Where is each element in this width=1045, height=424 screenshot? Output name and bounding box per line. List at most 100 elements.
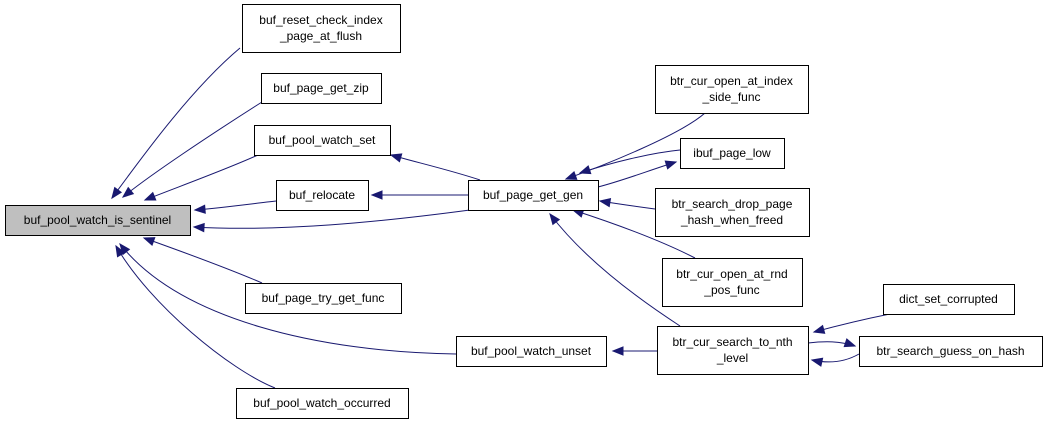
arrowhead bbox=[843, 338, 857, 348]
node-label: _pos_func bbox=[703, 283, 759, 297]
edge-n_watchset-to-n_root bbox=[143, 154, 259, 201]
arrowhead bbox=[564, 170, 578, 180]
edge-line bbox=[390, 154, 481, 181]
node-box bbox=[859, 336, 1043, 367]
edge-line bbox=[813, 313, 891, 333]
node-label: _page_at_flush bbox=[279, 29, 362, 43]
node-dict-set-corrupted[interactable]: dict_set_corrupted bbox=[883, 284, 1015, 315]
node-buf-page-get-zip[interactable]: buf_page_get_zip bbox=[261, 73, 382, 104]
node-label: btr_cur_open_at_rnd bbox=[676, 267, 787, 281]
node-buf-pool-watch-occurred[interactable]: buf_pool_watch_occurred bbox=[236, 388, 409, 419]
arrowhead bbox=[389, 153, 403, 163]
node-label: _side_func bbox=[701, 90, 760, 104]
node-box bbox=[883, 284, 1015, 315]
edge-line bbox=[122, 101, 263, 198]
node-btr-cur-search-to-nth-level[interactable]: btr_cur_search_to_nth _level bbox=[657, 326, 809, 375]
node-btr-search-guess-on-hash[interactable]: btr_search_guess_on_hash bbox=[859, 336, 1043, 367]
node-box bbox=[245, 283, 402, 314]
edge-n_ibuf-to-n_getgen bbox=[578, 149, 681, 175]
node-buf-reset-check-index-page-at-flush[interactable]: buf_reset_check_index _page_at_flush bbox=[242, 4, 401, 53]
edge-n_getgen-to-n_watchset bbox=[389, 153, 481, 181]
node-box bbox=[456, 336, 607, 367]
node-label: _hash_when_freed bbox=[680, 213, 783, 227]
arrowhead bbox=[142, 237, 156, 246]
node-label: buf_pool_watch_set bbox=[269, 133, 376, 147]
arrowhead bbox=[810, 357, 824, 367]
node-label: ibuf_page_low bbox=[693, 146, 771, 160]
node-label: btr_search_drop_page bbox=[672, 197, 793, 211]
node-label: dict_set_corrupted bbox=[899, 292, 998, 306]
edge-line bbox=[572, 209, 696, 259]
node-label: buf_reset_check_index bbox=[259, 13, 382, 27]
node-box bbox=[276, 180, 369, 211]
node-label: btr_cur_open_at_index bbox=[670, 74, 793, 88]
node-box bbox=[242, 4, 401, 53]
node-label: buf_page_try_get_func bbox=[262, 291, 385, 305]
arrowhead bbox=[143, 191, 157, 201]
node-label: buf_pool_watch_is_sentinel bbox=[24, 213, 171, 227]
node-box bbox=[655, 65, 809, 114]
arrowhead bbox=[578, 165, 592, 175]
node-box bbox=[5, 205, 191, 236]
edge-line bbox=[194, 200, 277, 211]
edge-n_relocate-to-n_root bbox=[193, 200, 277, 214]
node-buf-pool-watch-is-sentinel[interactable]: buf_pool_watch_is_sentinel bbox=[5, 205, 191, 236]
arrowhead bbox=[598, 197, 612, 208]
arrowhead bbox=[549, 212, 561, 226]
node-buf-relocate[interactable]: buf_relocate bbox=[276, 180, 369, 211]
node-label: buf_relocate bbox=[289, 188, 355, 202]
node-box bbox=[261, 73, 382, 104]
edge-n_reset-to-n_root bbox=[111, 47, 241, 200]
node-buf-page-try-get-func[interactable]: buf_page_try_get_func bbox=[245, 283, 402, 314]
node-btr-cur-open-at-index-side-func[interactable]: btr_cur_open_at_index _side_func bbox=[655, 65, 809, 114]
node-label: btr_search_guess_on_hash bbox=[876, 344, 1024, 358]
node-buf-page-get-gen[interactable]: buf_page_get_gen bbox=[468, 180, 599, 211]
node-ibuf-page-low[interactable]: ibuf_page_low bbox=[680, 138, 785, 169]
node-label: buf_page_get_zip bbox=[273, 81, 369, 95]
node-box bbox=[468, 180, 599, 211]
edge-n_getzip-to-n_root bbox=[121, 101, 263, 198]
node-label: _level bbox=[716, 351, 748, 365]
edge-line bbox=[597, 161, 677, 188]
node-buf-pool-watch-set[interactable]: buf_pool_watch_set bbox=[254, 125, 391, 156]
edge-line bbox=[115, 245, 276, 389]
edge-n_searchnth-to-n_getgen bbox=[549, 212, 681, 327]
arrowhead bbox=[664, 160, 678, 170]
edge-line bbox=[143, 237, 263, 284]
edge-line bbox=[193, 209, 471, 229]
edge-layer bbox=[111, 47, 891, 389]
node-box bbox=[655, 188, 810, 237]
node-label: buf_pool_watch_occurred bbox=[253, 396, 390, 410]
edge-n_dictcorrupt-to-n_searchnth bbox=[812, 313, 891, 334]
edge-line bbox=[549, 213, 681, 327]
node-box bbox=[236, 388, 409, 419]
edge-n_getgen-to-n_root bbox=[192, 209, 471, 233]
edge-n_occurred-to-n_root bbox=[115, 244, 276, 389]
edge-n_dropage-to-n_getgen bbox=[598, 197, 656, 210]
node-buf-pool-watch-unset[interactable]: buf_pool_watch_unset bbox=[456, 336, 607, 367]
arrowhead bbox=[115, 244, 126, 258]
edge-line bbox=[119, 243, 457, 355]
node-label: buf_pool_watch_unset bbox=[471, 344, 592, 358]
edge-n_searchnth-to-n_watchunset bbox=[611, 346, 658, 356]
arrowhead bbox=[812, 324, 826, 334]
edge-n_searchnth-to-n_guess bbox=[807, 338, 857, 348]
edge-n_trygetfunc-to-n_root bbox=[142, 237, 263, 284]
arrowhead bbox=[111, 186, 123, 200]
edge-n_guess-to-n_searchnth bbox=[810, 353, 860, 367]
node-label: buf_page_get_gen bbox=[483, 188, 583, 202]
edge-line bbox=[144, 154, 259, 201]
arrowhead bbox=[193, 204, 206, 214]
node-btr-search-drop-page-hash-when-freed[interactable]: btr_search_drop_page _hash_when_freed bbox=[655, 188, 810, 237]
node-box bbox=[657, 326, 809, 375]
node-box bbox=[680, 138, 785, 169]
arrowhead bbox=[370, 190, 383, 200]
arrowhead bbox=[611, 346, 624, 356]
node-btr-cur-open-at-rnd-pos-func[interactable]: btr_cur_open_at_rnd _pos_func bbox=[662, 258, 803, 307]
edge-line bbox=[111, 47, 241, 199]
arrowhead bbox=[121, 186, 135, 198]
arrowhead bbox=[192, 222, 205, 233]
node-label: btr_cur_search_to_nth bbox=[672, 335, 792, 349]
node-box bbox=[254, 125, 391, 156]
